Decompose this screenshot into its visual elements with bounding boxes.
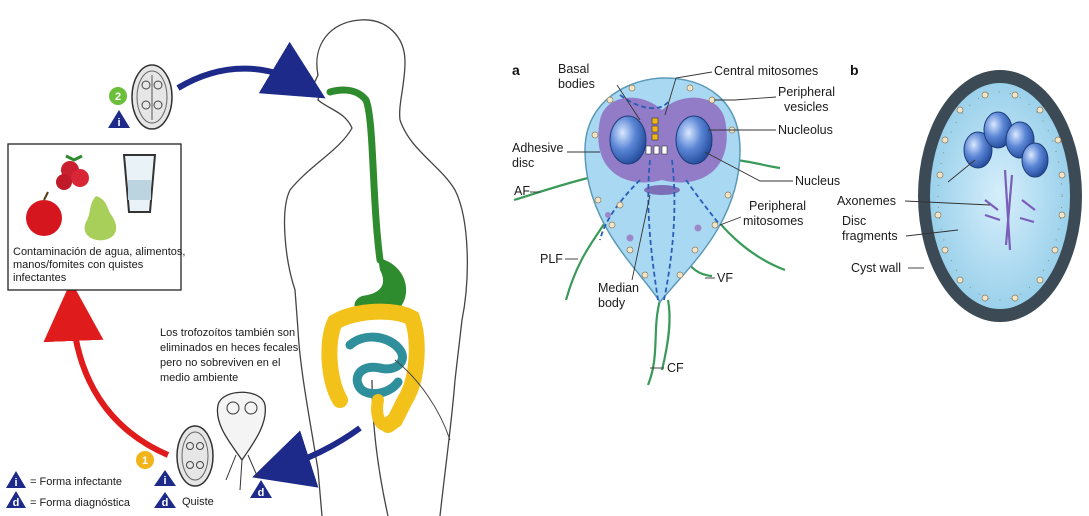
svg-text:d: d [13, 497, 20, 509]
nucleus-left [610, 116, 646, 164]
label-peripheral-vesicles: Peripheral vesicles [778, 85, 838, 114]
nucleus-right [676, 116, 712, 164]
label-af: AF [514, 184, 530, 198]
legend-diagnostic-text: = Forma diagnóstica [30, 497, 131, 509]
label-nucleus: Nucleus [795, 174, 840, 188]
panel-b-label: b [850, 62, 859, 78]
arrow-return [72, 305, 168, 455]
svg-text:i: i [163, 475, 166, 487]
cyst-infective-top [132, 65, 172, 129]
label-central-mitosomes: Central mitosomes [714, 64, 818, 78]
human-body-outline [285, 20, 468, 516]
label-peripheral-mitosomes: Peripheral mitosomes [743, 199, 809, 228]
svg-text:d: d [258, 487, 265, 499]
cyst-bottom [177, 426, 213, 486]
label-vf: VF [717, 271, 733, 285]
label-nucleolus: Nucleolus [778, 123, 833, 137]
label-adhesive-disc: Adhesive disc [512, 141, 567, 170]
infective-symbol-top: i [117, 117, 120, 129]
trophozoite-note: Los trofozoítos también son eliminados e… [160, 327, 301, 384]
life-cycle-diagram: 2 i Contaminación de agua, alimentos, ma… [6, 20, 467, 516]
cyst-nucleus-4 [1022, 143, 1048, 177]
glass-of-water-icon [124, 155, 155, 212]
svg-text:i: i [14, 477, 17, 489]
label-median-body: Median body [598, 281, 642, 310]
step-1-number: 1 [142, 455, 148, 467]
small-intestine [350, 337, 402, 394]
svg-text:d: d [162, 497, 169, 509]
panel-a-label: a [512, 62, 520, 78]
label-basal-bodies: Basal bodies [558, 62, 595, 91]
label-cyst-wall: Cyst wall [851, 261, 901, 275]
label-cf: CF [667, 361, 684, 375]
cyst-label: Quiste [182, 496, 214, 508]
legend-infective-text: = Forma infectante [30, 476, 122, 488]
trophozoite-drawing [217, 392, 265, 490]
cyst-structure-panel: b Axonemes Disc fr [837, 62, 1082, 322]
label-plf: PLF [540, 252, 563, 266]
trophozoite-structure-panel: a [512, 62, 840, 385]
esophagus [330, 90, 380, 260]
label-disc-fragments: Disc fragments [842, 214, 898, 243]
step-2-number: 2 [115, 91, 121, 103]
arrow-ingestion [178, 69, 305, 88]
label-axonemes: Axonemes [837, 194, 896, 208]
